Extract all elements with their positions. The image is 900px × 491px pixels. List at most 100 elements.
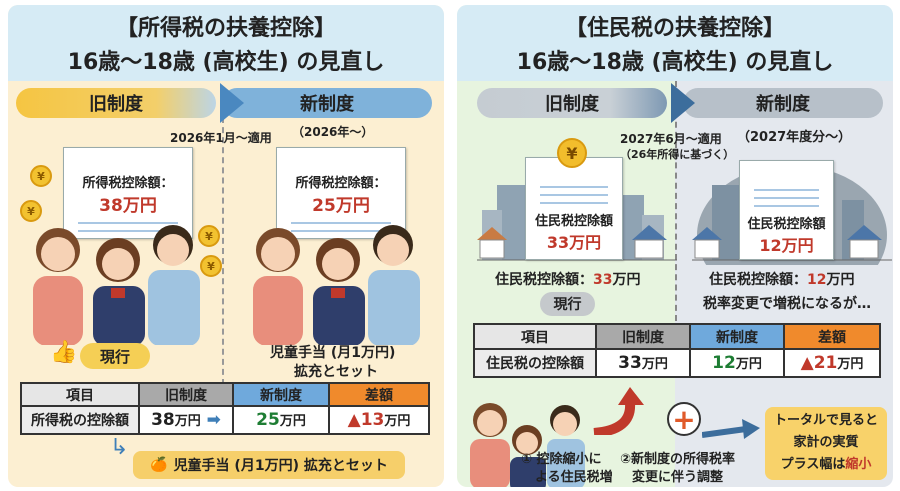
resident-tax-panel: 【住民税の扶養控除】 16歳〜18歳 (高校生) の見直し 旧制度 新制度 20… [457,5,893,487]
row-label: 所得税の控除額 [20,405,140,435]
doc-label: 住民税控除額 [747,217,826,232]
new-label: 新制度 [300,94,354,115]
new-system-pill: 新制度 [683,88,883,118]
yen-coin-icon: ¥ [200,255,222,277]
curved-arrow-icon: ↳ [110,435,129,460]
thumbs-up-icon: 👍 [50,340,78,365]
child-allowance-note: 児童手当 (月1万円) [270,345,396,361]
diff-value: ▲21 [800,353,838,373]
caption-label: 住民税控除額： [495,272,593,288]
doc-value: 33万円 [546,233,602,252]
yen-coin-icon: ¥ [198,225,220,247]
row-label: 住民税の控除額 [473,348,597,378]
old-value: 38 [151,410,175,430]
family-illustration [470,403,585,487]
caption-value: 12 [807,272,827,288]
bottom-badge: 🍊 児童手当 (月1万円) 拡充とセット [133,451,405,479]
th-item: 項目 [20,382,140,407]
city-illustration [477,185,677,261]
caption-value: 33 [593,272,613,288]
doc-label: 所得税控除額： [82,176,174,191]
tax-note: 税率変更で増税になるが… [703,296,871,312]
income-tax-header: 【所得税の扶養控除】 16歳〜18歳 (高校生) の見直し [8,5,444,81]
old-value: 33 [618,353,642,373]
th-diff: 差額 [783,323,881,350]
yen-coin-icon: ¥ [20,200,42,222]
unit: 万円 [174,414,201,429]
unit: 万円 [279,414,306,429]
th-diff: 差額 [328,382,430,407]
income-tax-panel: 【所得税の扶養控除】 16歳〜18歳 (高校生) の見直し 旧制度 新制度 20… [8,5,444,487]
yen-coin-icon: ¥ [557,138,587,168]
mascot-icon: 🍊 [150,457,168,473]
plus-icon: + [667,402,701,436]
unit: 万円 [735,357,762,372]
summary-highlight: 縮小 [845,457,872,472]
resident-tax-table: 項目 旧制度 新制度 差額 住民税の控除額 33万円 12万円 ▲21万円 [473,323,881,378]
summary-line: 家計の実質 [793,435,859,450]
bottom-badge-text: 児童手当 (月1万円) 拡充とセット [173,458,388,474]
doc-value: 12万円 [759,236,814,255]
reason-1: ① 控除縮小に [521,452,602,467]
new-period: （2026年〜） [292,125,374,139]
th-old: 旧制度 [595,323,691,350]
old-deduction-doc: 所得税控除額： 38万円 [63,147,193,239]
panel-title: 【所得税の扶養控除】 [115,16,336,41]
apply-note: （26年所得に基づく） [620,148,735,161]
doc-value: 38万円 [99,196,157,216]
summary-line: プラス幅は [780,457,846,472]
divider [222,117,224,385]
unit: 万円 [826,272,855,288]
new-period: （2027年度分〜） [737,130,852,145]
yen-coin-icon: ¥ [30,165,52,187]
unit: 万円 [384,414,411,429]
old-label: 旧制度 [89,94,143,115]
new-system-pill: 新制度 [222,88,432,118]
reason-2b: 変更に伴う調整 [632,470,724,485]
th-item: 項目 [473,323,597,350]
old-label: 旧制度 [545,94,599,115]
summary-line: トータルで見ると [773,413,878,428]
old-system-pill: 旧制度 [16,88,216,118]
panel-subtitle: 16歳〜18歳 (高校生) の見直し [516,50,834,75]
divider [675,81,677,321]
unit: 万円 [641,357,668,372]
new-caption: 住民税控除額：12万円 [709,269,854,289]
resident-tax-header: 【住民税の扶養控除】 16歳〜18歳 (高校生) の見直し [457,5,893,81]
doc-value: 25万円 [312,196,370,216]
caption-label: 住民税控除額： [709,272,807,288]
summary-box: トータルで見ると 家計の実質 プラス幅は縮小 [765,407,887,480]
arrow-right-icon: ➡ [206,410,221,430]
apply-date: 2026年1月〜適用 [170,131,272,145]
panel-title: 【住民税の扶養控除】 [564,16,785,41]
family-illustration [33,225,200,345]
new-value: 12 [712,353,736,373]
income-tax-table: 項目 旧制度 新制度 差額 所得税の控除額 38万円 ➡ 25万円 ▲13万円 [20,382,430,435]
new-label: 新制度 [756,94,810,115]
th-new: 新制度 [689,323,785,350]
diff-value: ▲13 [347,410,385,430]
old-caption: 住民税控除額：33万円 [495,269,640,289]
child-allowance-note-2: 拡充とセット [294,364,378,380]
unit: 万円 [612,272,641,288]
unit: 万円 [837,357,864,372]
current-label: 現行 [99,347,130,366]
doc-label: 住民税控除額 [534,214,613,229]
red-up-arrow-icon [593,387,644,435]
reason-2: ②新制度の所得税率 [620,452,736,467]
family-illustration-new [253,225,420,345]
th-old: 旧制度 [138,382,234,407]
th-new: 新制度 [232,382,330,407]
apply-date: 2027年6月〜適用 [620,132,722,146]
reason-1b: よる住民税増 [535,470,613,485]
new-deduction-doc: 住民税控除額 12万円 [739,160,834,260]
arrow-icon [671,83,695,123]
current-badge: 現行 [80,343,150,369]
old-system-pill: 旧制度 [477,88,667,118]
doc-label: 所得税控除額： [295,176,387,191]
new-value: 25 [256,410,280,430]
current-badge: 現行 [540,292,595,316]
panel-subtitle: 16歳〜18歳 (高校生) の見直し [67,50,385,75]
old-deduction-doc: 住民税控除額 33万円 [525,157,623,260]
blue-arrow-icon [702,419,760,439]
